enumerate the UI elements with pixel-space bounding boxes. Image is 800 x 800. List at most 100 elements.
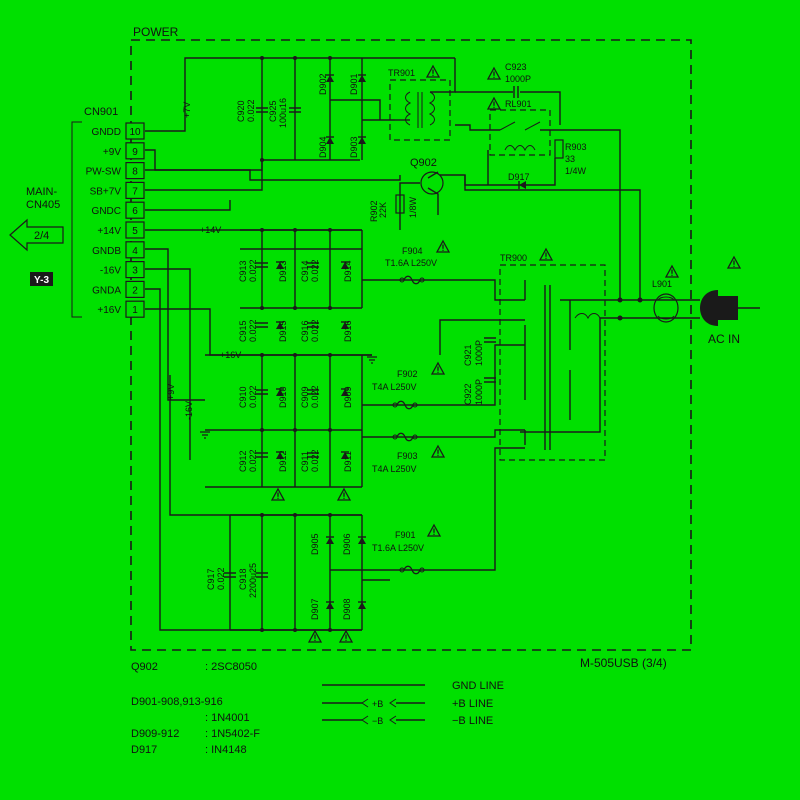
c918-value: 2200u25: [248, 563, 258, 598]
main-ref-arrow: [9, 218, 64, 252]
pin-box: [125, 280, 145, 298]
main-ref-line2: CN405: [26, 199, 60, 211]
pin-number: 10: [129, 127, 141, 138]
c915-ref: C915: [238, 320, 248, 342]
f904-rating: T1.6A L250V: [385, 258, 437, 268]
c913-ref: C913: [238, 260, 248, 282]
c910-value: 0.022: [248, 385, 258, 408]
c911-ref: C911: [300, 451, 310, 472]
pin-label: +16V: [97, 305, 121, 316]
pin-box: [125, 300, 145, 318]
f901-ref: F901: [395, 530, 416, 540]
parts-ref-0: Q902: [131, 661, 158, 673]
d907-ref: D907: [310, 598, 320, 620]
d914-ref: D914: [343, 260, 353, 282]
r903-value: 33: [565, 154, 575, 164]
c916-value: 0.022: [310, 319, 320, 342]
c916-ref: C916: [300, 320, 310, 342]
parts-value-0: : 2SC8050: [205, 661, 257, 673]
connector-name: CN901: [84, 106, 118, 118]
f902-ref: F902: [397, 369, 418, 379]
c912-ref: C912: [238, 450, 248, 472]
c922-ref: C922: [463, 383, 473, 405]
parts-value-2: : 1N4001: [205, 712, 250, 724]
legend-label-gnd: GND LINE: [452, 680, 504, 692]
c917-ref: C917: [206, 568, 216, 590]
r902-value: 22K: [378, 202, 388, 218]
d910-ref: D910: [278, 386, 288, 408]
d906-ref: D906: [342, 533, 352, 555]
c918-ref: C918: [238, 568, 248, 590]
c923-wire: [455, 91, 561, 125]
bus-wires: [145, 57, 455, 631]
r903-body: [554, 139, 564, 159]
pin-label: GNDB: [92, 246, 121, 257]
pin-box: [125, 181, 145, 199]
rail-p7v: +7V: [182, 102, 192, 118]
tr900-outline: [499, 264, 606, 461]
c917-value: 0.022: [216, 567, 226, 590]
board-outline: [130, 39, 692, 651]
legend-label-pb: +B LINE: [452, 698, 493, 710]
rail-p16v: +16V: [220, 350, 241, 360]
rl901-outline: [489, 109, 551, 156]
parts-list: Q902 : 2SC8050 D901-908,913-916 : 1N4001…: [131, 661, 260, 756]
grid-badge: [30, 272, 53, 286]
r903-ref: R903: [565, 142, 587, 152]
d911-ref: D911: [343, 451, 353, 472]
f903-ref: F903: [397, 451, 418, 461]
d917-ref: D917: [508, 172, 530, 182]
pin-box: [125, 221, 145, 239]
rl901-ref: RL901: [505, 99, 532, 109]
rail-p14v: +14V: [200, 225, 221, 235]
f902-rating: T4A L250V: [372, 382, 417, 392]
c914-ref: C914: [300, 260, 310, 282]
c911-value: 0.022: [310, 449, 320, 472]
pin-label: PW-SW: [86, 167, 122, 178]
d909-ref: D909: [343, 386, 353, 408]
legend-mark-pb: +B: [372, 699, 383, 709]
c921-ref: C921: [463, 344, 473, 366]
c915-value: 0.022: [248, 319, 258, 342]
tr900-ref: TR900: [500, 253, 527, 263]
grid-badge-label: Y-3: [34, 275, 49, 286]
q902-ref: Q902: [410, 157, 437, 169]
tr900-core: [524, 280, 601, 450]
pin-number: 4: [132, 246, 138, 257]
pin-label: +14V: [97, 226, 121, 237]
c925-value: 100u16: [278, 98, 288, 128]
r902-ref: R902: [369, 200, 379, 222]
c922-value: 1000P: [474, 379, 484, 405]
pin-number: 2: [132, 285, 138, 296]
q902-body: [420, 171, 444, 195]
parts-value-3: : 1N5402-F: [205, 728, 260, 740]
pin-label: GNDC: [92, 206, 121, 217]
d912-ref: D912: [278, 450, 288, 472]
ac-in-label: AC IN: [708, 332, 740, 346]
pin-number: 7: [132, 186, 138, 197]
r902-watt: 1/8W: [408, 196, 418, 218]
r902-body: [395, 194, 405, 214]
line-legend: +B −B GND LINE +B LINE −B LINE: [322, 680, 504, 727]
pin-label: GNDD: [92, 127, 121, 138]
junction-nodes: [260, 56, 643, 632]
d913-ref: D913: [278, 260, 288, 282]
connector-bracket: [71, 121, 82, 318]
tr901-outline: [389, 79, 451, 141]
mains-wire: [464, 175, 700, 433]
l901-ref: L901: [652, 279, 672, 289]
parts-ref-1: D901-908,913-916: [131, 696, 223, 708]
d917-wire: [440, 150, 556, 186]
main-ref-page: 2/4: [34, 230, 49, 242]
pin-box: [125, 261, 145, 279]
pin-number: 1: [132, 305, 138, 316]
parts-ref-4: D917: [131, 744, 157, 756]
pin-number: 5: [132, 226, 138, 237]
d904-ref: D904: [318, 136, 328, 158]
d915-ref: D915: [278, 320, 288, 342]
section-title: POWER: [133, 25, 179, 39]
l901-body: [653, 293, 679, 323]
tr901-ref: TR901: [388, 68, 415, 78]
d901-ref: D901: [349, 73, 359, 95]
d905-ref: D905: [310, 533, 320, 555]
